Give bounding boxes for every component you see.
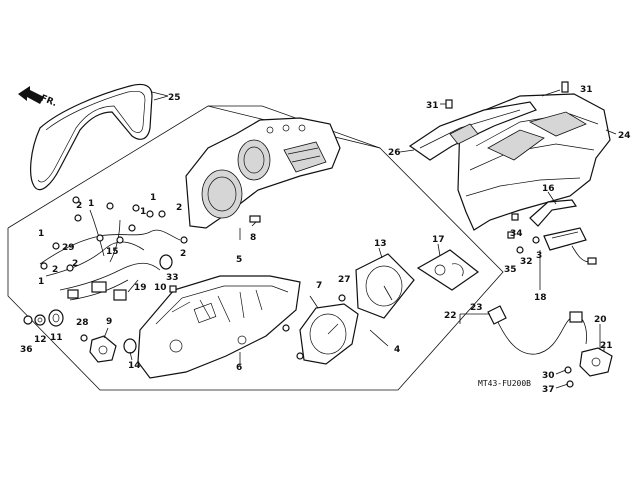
callout-33: 33	[166, 273, 179, 283]
callout-14: 14	[128, 361, 141, 371]
callout-30: 30	[542, 371, 555, 381]
callout-11: 11	[50, 333, 63, 343]
nut-washer-grommet	[23, 309, 64, 327]
leader-lines	[103, 89, 617, 389]
diagram-code: MT43-FU200B	[478, 379, 531, 388]
gauge-assembly-box	[7, 105, 504, 391]
callout-2: 2	[176, 203, 182, 213]
callout-labels: 25 1 1 1 1 1 2 2 2 2 2 5 6 8 33 10 19 15…	[20, 85, 631, 395]
part-22-speedometer-cable	[487, 305, 587, 355]
callout-7: 7	[316, 281, 322, 291]
callout-2: 2	[180, 249, 186, 259]
callout-35: 35	[504, 265, 517, 275]
bulb-sockets	[40, 196, 188, 272]
callout-26: 26	[388, 148, 401, 158]
callout-16: 16	[542, 184, 555, 194]
callout-2: 2	[76, 201, 82, 211]
callout-21: 21	[600, 341, 613, 351]
callout-28: 28	[76, 318, 89, 328]
callout-4: 4	[394, 345, 400, 355]
callout-18: 18	[534, 293, 547, 303]
callout-32: 32	[520, 257, 533, 267]
part-17-indicator-panel	[416, 249, 480, 291]
callout-13: 13	[374, 239, 387, 249]
callout-15: 15	[106, 247, 119, 257]
part-5-meter-case	[185, 117, 341, 229]
callout-31: 31	[426, 101, 439, 111]
callout-25: 25	[168, 93, 181, 103]
callout-2: 2	[72, 259, 78, 269]
callout-22: 22	[444, 311, 457, 321]
part-9-sensor	[89, 335, 137, 363]
callout-31: 31	[580, 85, 593, 95]
callout-9: 9	[106, 317, 112, 327]
main-gauge-sub-box	[208, 105, 381, 149]
part-31-screws	[445, 81, 569, 239]
callout-1: 1	[88, 199, 94, 209]
part-19-wire-harness	[39, 209, 181, 301]
callout-3: 3	[536, 251, 542, 261]
callout-37: 37	[542, 385, 555, 395]
callout-12: 12	[34, 335, 47, 345]
callout-1: 1	[38, 277, 44, 287]
callout-8: 8	[250, 233, 256, 243]
callout-29: 29	[62, 243, 75, 253]
callout-1: 1	[140, 207, 146, 217]
callout-19: 19	[134, 283, 147, 293]
callout-5: 5	[236, 255, 242, 265]
callout-20: 20	[594, 315, 607, 325]
callout-34: 34	[510, 229, 523, 239]
callout-1: 1	[150, 193, 156, 203]
callout-36: 36	[20, 345, 33, 355]
callout-1: 1	[38, 229, 44, 239]
callout-10: 10	[154, 283, 167, 293]
part-16-stay	[529, 199, 578, 227]
part-6-meter-housing	[137, 275, 301, 379]
part-25-stay	[30, 83, 169, 191]
callout-17: 17	[432, 235, 445, 245]
part-20-gearbox	[564, 347, 613, 388]
front-direction-label: FR.	[39, 94, 58, 110]
front-direction-arrow: FR.	[18, 86, 58, 109]
part-13-gauge-face	[355, 253, 415, 319]
part-7-tachometer-plate	[299, 303, 359, 365]
part-24-inner-fairing	[457, 93, 611, 231]
callout-2: 2	[52, 265, 58, 275]
callout-23: 23	[470, 303, 483, 313]
part-18-indicator-unit	[516, 227, 597, 265]
part-26-garnish	[408, 101, 537, 161]
small-hardware	[80, 215, 346, 360]
callout-27: 27	[338, 275, 351, 285]
callout-6: 6	[236, 363, 242, 373]
callout-24: 24	[618, 131, 631, 141]
